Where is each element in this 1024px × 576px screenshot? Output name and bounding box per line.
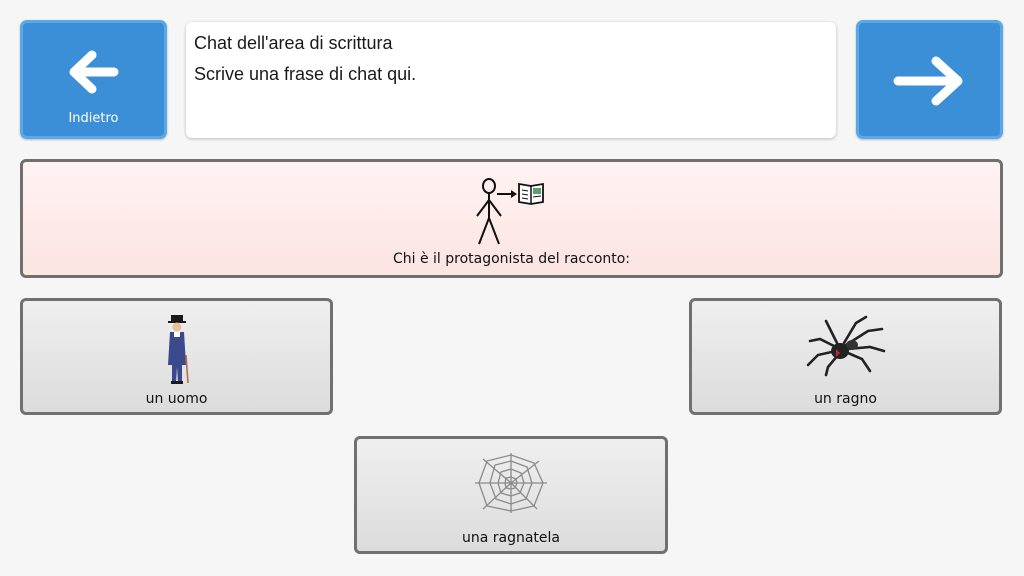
arrow-right-icon: [893, 56, 962, 106]
chat-area[interactable]: Chat dell'area di scrittura Scrive una f…: [186, 22, 836, 138]
chat-title: Chat dell'area di scrittura: [194, 33, 393, 53]
answer-un-uomo[interactable]: un uomo: [20, 298, 333, 415]
answer-label: un uomo: [145, 391, 208, 407]
back-button-label: Indietro: [68, 111, 119, 126]
answer-label: una ragnatela: [461, 530, 561, 546]
arrow-left-icon: [69, 50, 118, 94]
spider-web-icon: [475, 453, 547, 513]
answer-un-ragno[interactable]: un ragno: [689, 298, 1002, 415]
question-cell: Chi è il protagonista del racconto:: [20, 159, 1003, 278]
next-button[interactable]: [856, 20, 1003, 139]
answer-una-ragnatela[interactable]: una ragnatela: [354, 436, 668, 554]
spider-icon: [806, 315, 885, 377]
man-icon: [167, 315, 189, 384]
question-label: Chi è il protagonista del racconto:: [392, 251, 631, 267]
back-button[interactable]: Indietro: [20, 20, 167, 139]
chat-prompt: Scrive una frase di chat qui.: [194, 64, 417, 84]
person-reading-book-icon: [475, 178, 544, 245]
answer-label: un ragno: [814, 391, 877, 407]
